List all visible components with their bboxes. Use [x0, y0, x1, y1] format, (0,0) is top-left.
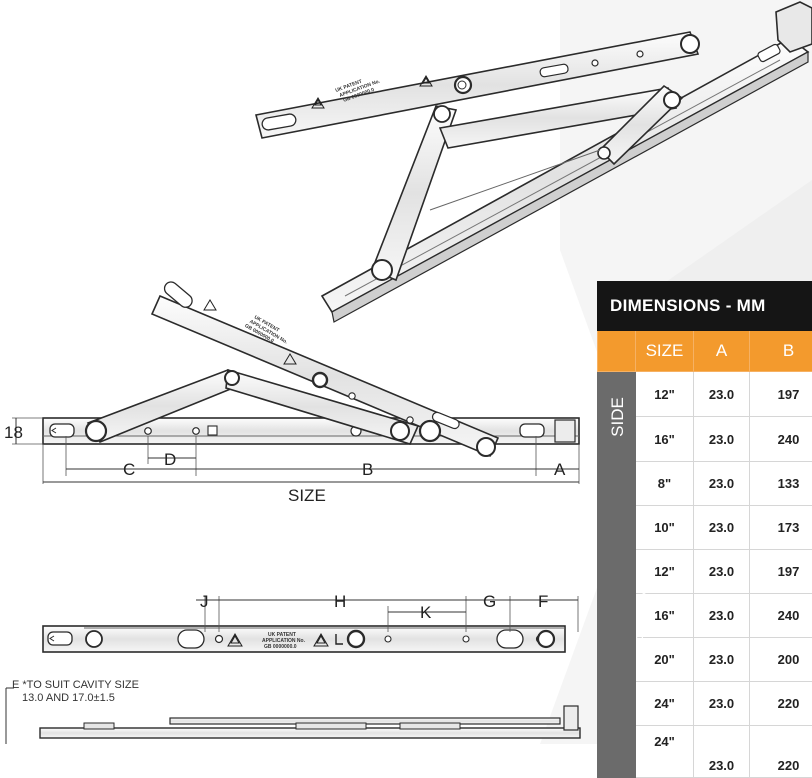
cell-size: 10": [636, 506, 694, 550]
cell-a: 23.0: [694, 506, 750, 550]
table-header-a: A: [694, 331, 750, 372]
cell-a: 23.0: [694, 372, 750, 417]
cell-a: 23.0: [694, 726, 750, 778]
table-row: SIDE 12" 23.0 197: [598, 372, 812, 417]
hinge-perspective-view: UK PATENT APPLICATION No. GB 0000000.0: [256, 2, 812, 322]
cell-size: 12": [636, 372, 694, 417]
cell-b: 173: [750, 506, 812, 550]
table-header-corner: [598, 331, 636, 372]
table-title: DIMENSIONS - MM: [598, 282, 812, 331]
dim-label-d: D: [164, 450, 176, 469]
hinge-side-profile: E *TO SUIT CAVITY SIZE 13.0 AND 17.0±1.5: [6, 679, 580, 744]
cell-size: 24": [636, 726, 694, 778]
cell-b: 240: [750, 417, 812, 462]
cell-a: 23.0: [694, 462, 750, 506]
cell-b: 133: [750, 462, 812, 506]
cell-b: 220: [750, 726, 812, 778]
patent-stamp-closed-3: GB 0000000.0: [264, 644, 297, 650]
table-header-size: SIZE: [636, 331, 694, 372]
group-label-side: SIDE: [598, 372, 636, 462]
dim-label-j: J: [200, 592, 209, 611]
hinge-elevation-view: UK PATENT APPLICATION No. GB 0000000.0 1…: [4, 279, 579, 505]
dim-label-b: B: [362, 460, 373, 479]
dim-label-f: F: [538, 592, 548, 611]
table-row: TOP HUNG 8" 23.0 133: [598, 462, 812, 506]
dim-label-g: G: [483, 592, 496, 611]
cell-b: 220: [750, 682, 812, 726]
cell-b: 200: [750, 638, 812, 682]
cell-a: 23.0: [694, 682, 750, 726]
note-e-line1: E *TO SUIT CAVITY SIZE: [12, 679, 139, 691]
cell-size: 16": [636, 417, 694, 462]
hinge-closed-view: UK PATENT APPLICATION No. GB 0000000.0 J…: [43, 592, 578, 652]
cell-a: 23.0: [694, 594, 750, 638]
dim-label-c: C: [123, 460, 135, 479]
dim-label-k: K: [420, 603, 432, 622]
cell-b: 240: [750, 594, 812, 638]
cell-b: 197: [750, 372, 812, 417]
table-header-b: B: [750, 331, 812, 372]
cell-a: 23.0: [694, 417, 750, 462]
dim-label-thickness: 18: [4, 423, 23, 442]
dim-label-a: A: [554, 460, 566, 479]
cell-a: 23.0: [694, 638, 750, 682]
dim-label-h: H: [334, 592, 346, 611]
cell-a: 23.0: [694, 550, 750, 594]
cell-b: 197: [750, 550, 812, 594]
cell-size: 24": [636, 682, 694, 726]
note-e-line2: 13.0 AND 17.0±1.5: [22, 692, 115, 704]
group-label-top-hung: TOP HUNG: [598, 462, 636, 778]
dimensions-table: DIMENSIONS - MM SIZE A B SIDE 12" 23.0 1…: [597, 281, 812, 778]
cell-size: 8": [636, 462, 694, 506]
dim-label-size: SIZE: [288, 486, 326, 505]
